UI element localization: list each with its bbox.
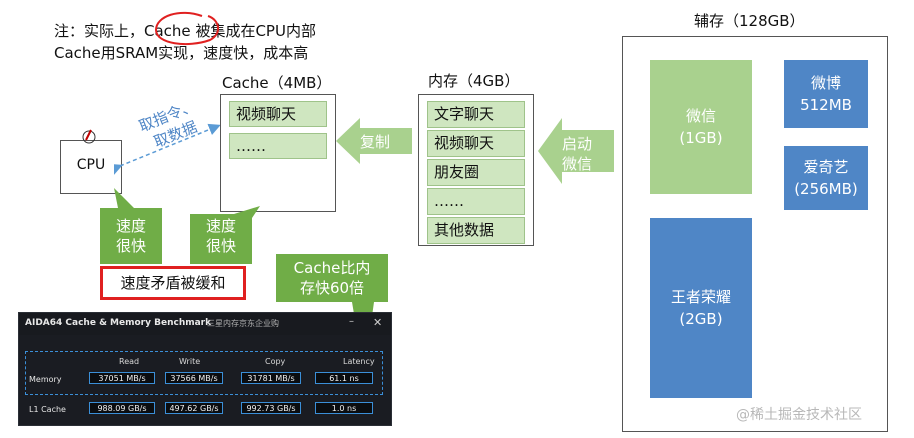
launch-arrow xyxy=(538,118,614,184)
cache-speed-line1: 速度 xyxy=(205,217,236,235)
aida64-subtitle: 三星内存京东企业购 xyxy=(207,319,279,328)
latency-line1: Cache比内 xyxy=(293,259,371,277)
latency-callout: Cache比内 存快60倍 xyxy=(276,258,388,298)
cpu-speed-callout: 速度 很快 xyxy=(100,216,162,256)
latency-line2: 存快60倍 xyxy=(299,279,365,297)
red-circle-mark xyxy=(154,11,219,46)
memory-title: 内存（4GB） xyxy=(428,72,520,90)
memory-write: 37566 MB/s xyxy=(165,372,223,384)
storage-title: 辅存（128GB） xyxy=(694,12,805,30)
cache-item-video-chat: 视频聊天 xyxy=(229,101,327,127)
cache-item-ellipsis: …… xyxy=(229,133,327,159)
cpu-speed-line1: 速度 xyxy=(115,217,146,235)
memory-box: 文字聊天 视频聊天 朋友圈 …… 其他数据 xyxy=(418,94,534,246)
note-suffix: 被集成在CPU内部 xyxy=(190,22,316,40)
memory-read: 37051 MB/s xyxy=(89,372,155,384)
app-iqiyi: 爱奇艺 (256MB) xyxy=(784,146,868,210)
memory-item-video-chat: 视频聊天 xyxy=(427,130,525,157)
memory-copy: 31781 MB/s xyxy=(241,372,301,384)
row-l1-label: L1 Cache xyxy=(29,405,66,414)
row-memory-label: Memory xyxy=(29,375,62,384)
fetch-arrow xyxy=(114,123,221,175)
app-wechat: 微信 (1GB) xyxy=(650,60,752,194)
col-latency: Latency xyxy=(343,357,375,366)
app-weibo-size: 512MB xyxy=(800,96,852,114)
copy-arrow xyxy=(336,118,412,164)
app-honor-of-kings: 王者荣耀 (2GB) xyxy=(650,218,752,398)
app-wechat-name: 微信 xyxy=(685,107,716,125)
app-weibo: 微博 512MB xyxy=(784,60,868,128)
launch-label-line1: 启动 xyxy=(562,135,593,153)
aida64-window: AIDA64 Cache & Memory Benchmark 三星内存京东企业… xyxy=(18,312,392,426)
l1-read: 988.09 GB/s xyxy=(89,402,155,414)
aida64-title: AIDA64 Cache & Memory Benchmark xyxy=(25,318,212,328)
memory-item-ellipsis: …… xyxy=(427,188,525,215)
app-weibo-name: 微博 xyxy=(810,74,841,92)
l1-copy: 992.73 GB/s xyxy=(241,402,301,414)
cache-title: Cache（4MB） xyxy=(222,74,332,92)
memory-item-moments: 朋友圈 xyxy=(427,159,525,186)
note-line-2: Cache用SRAM实现，速度快，成本高 xyxy=(54,44,309,62)
cpu-speed-callout-shape xyxy=(100,188,162,264)
minimize-icon[interactable]: – xyxy=(349,316,354,327)
aida64-titlebar: AIDA64 Cache & Memory Benchmark 三星内存京东企业… xyxy=(19,313,391,335)
cpu-box: CPU xyxy=(60,140,122,194)
memory-item-text-chat: 文字聊天 xyxy=(427,101,525,128)
launch-label: 启动 微信 xyxy=(562,134,592,174)
app-honor-of-kings-size: (2GB) xyxy=(679,310,723,328)
cpu-speed-line2: 很快 xyxy=(115,237,146,255)
col-copy: Copy xyxy=(265,357,286,366)
note-prefix: 注：实际上， xyxy=(54,22,145,40)
copy-label: 复制 xyxy=(360,133,391,151)
memory-item-other-data: 其他数据 xyxy=(427,217,525,244)
l1-write: 497.62 GB/s xyxy=(165,402,223,414)
app-honor-of-kings-name: 王者荣耀 xyxy=(670,288,731,306)
close-icon[interactable]: ✕ xyxy=(373,316,383,329)
cache-speed-callout: 速度 很快 xyxy=(190,216,252,256)
app-iqiyi-name: 爱奇艺 xyxy=(803,158,849,176)
pencil-icon xyxy=(82,129,96,144)
cache-speed-line2: 很快 xyxy=(205,237,236,255)
col-read: Read xyxy=(119,357,140,366)
cpu-label: CPU xyxy=(76,157,106,173)
memory-latency: 61.1 ns xyxy=(315,372,373,384)
cache-box: 视频聊天 …… xyxy=(220,94,336,212)
l1-latency: 1.0 ns xyxy=(315,402,373,414)
launch-label-line2: 微信 xyxy=(562,155,593,173)
watermark: @稀土掘金技术社区 xyxy=(736,407,862,423)
cache-speed-callout-shape xyxy=(190,206,260,264)
col-write: Write xyxy=(179,357,201,366)
app-iqiyi-size: (256MB) xyxy=(794,180,858,198)
memory-row-highlight xyxy=(25,351,383,395)
app-wechat-size: (1GB) xyxy=(679,129,723,147)
conflict-box: 速度矛盾被缓和 xyxy=(100,266,246,300)
